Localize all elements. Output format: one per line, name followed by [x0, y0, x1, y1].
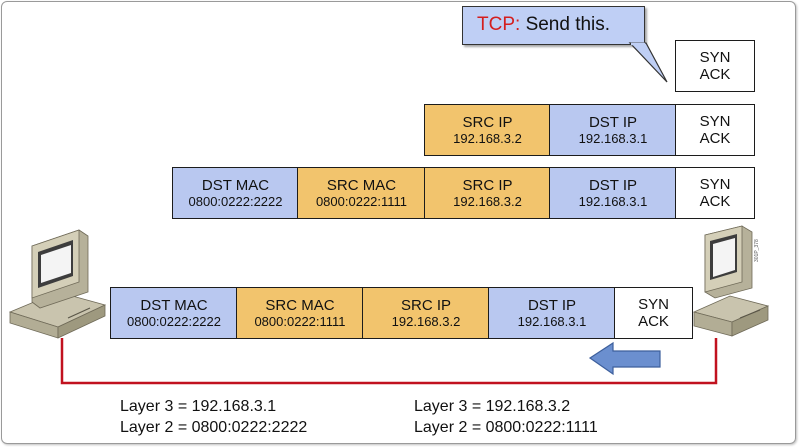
row3-dst-mac-box: DST MAC 0800:0222:2222	[172, 167, 299, 219]
row3-src-ip-box: SRC IP 192.168.3.2	[424, 167, 551, 219]
src-mac-label: SRC MAC	[326, 176, 397, 194]
row1-syn-ack-box: SYN ACK	[675, 40, 755, 92]
left-computer-icon	[8, 229, 107, 339]
row3-syn-ack-box: SYN ACK	[675, 167, 755, 219]
ack-label: ACK	[699, 130, 731, 147]
row2-dst-ip-box: DST IP 192.168.3.1	[549, 104, 677, 156]
dst-mac-value: 0800:0222:2222	[127, 313, 221, 329]
dst-mac-label: DST MAC	[140, 296, 208, 314]
ack-label: ACK	[699, 66, 731, 83]
row4-dst-mac-box: DST MAC 0800:0222:2222	[110, 287, 238, 339]
row4-dst-ip-box: DST IP 192.168.3.1	[488, 287, 616, 339]
row4-src-ip-box: SRC IP 192.168.3.2	[362, 287, 490, 339]
dst-ip-value: 192.168.3.1	[517, 313, 587, 329]
callout-text: Send this.	[525, 14, 611, 35]
row2-syn-ack-box: SYN ACK	[675, 104, 755, 156]
left-host-layer3: Layer 3 = 192.168.3.1	[120, 398, 277, 415]
tcp-callout: TCP: Send this.	[462, 6, 645, 45]
src-mac-label: SRC MAC	[265, 296, 335, 314]
ack-label: ACK	[699, 193, 731, 210]
callout-pointer	[628, 42, 668, 83]
src-mac-value: 0800:0222:1111	[254, 313, 346, 329]
dst-mac-value: 0800:0222:2222	[188, 193, 283, 209]
left-arrow-icon	[588, 341, 661, 376]
dst-ip-label: DST IP	[588, 176, 638, 194]
src-ip-label: SRC IP	[400, 296, 451, 314]
dst-ip-value: 192.168.3.1	[578, 193, 648, 209]
callout-label: TCP:	[477, 14, 521, 35]
row3-src-mac-box: SRC MAC 0800:0222:1111	[297, 167, 426, 219]
right-host-layer3: Layer 3 = 192.168.3.2	[414, 398, 571, 415]
dst-mac-label: DST MAC	[201, 176, 270, 194]
right-computer-icon	[692, 225, 770, 337]
row4-syn-ack-box: SYN ACK	[614, 287, 693, 339]
figure-id: 301P_378	[754, 239, 760, 262]
syn-label: SYN	[699, 176, 731, 193]
syn-label: SYN	[638, 296, 669, 313]
row3-dst-ip-box: DST IP 192.168.3.1	[549, 167, 677, 219]
ack-label: ACK	[638, 313, 669, 330]
left-host-layer2: Layer 2 = 0800:0222:2222	[120, 419, 308, 436]
src-ip-label: SRC IP	[462, 176, 513, 194]
syn-label: SYN	[699, 49, 731, 66]
src-ip-value: 192.168.3.2	[391, 313, 461, 329]
syn-label: SYN	[699, 113, 731, 130]
row4-src-mac-box: SRC MAC 0800:0222:1111	[236, 287, 364, 339]
src-ip-label: SRC IP	[462, 113, 513, 131]
dst-ip-label: DST IP	[588, 113, 638, 131]
network-link	[60, 338, 718, 385]
row2-src-ip-box: SRC IP 192.168.3.2	[424, 104, 551, 156]
dst-ip-value: 192.168.3.1	[578, 130, 648, 146]
dst-ip-label: DST IP	[527, 296, 577, 314]
right-host-layer2: Layer 2 = 0800:0222:1111	[414, 419, 598, 436]
src-ip-value: 192.168.3.2	[453, 193, 522, 209]
src-ip-value: 192.168.3.2	[453, 130, 522, 146]
src-mac-value: 0800:0222:1111	[315, 193, 408, 209]
